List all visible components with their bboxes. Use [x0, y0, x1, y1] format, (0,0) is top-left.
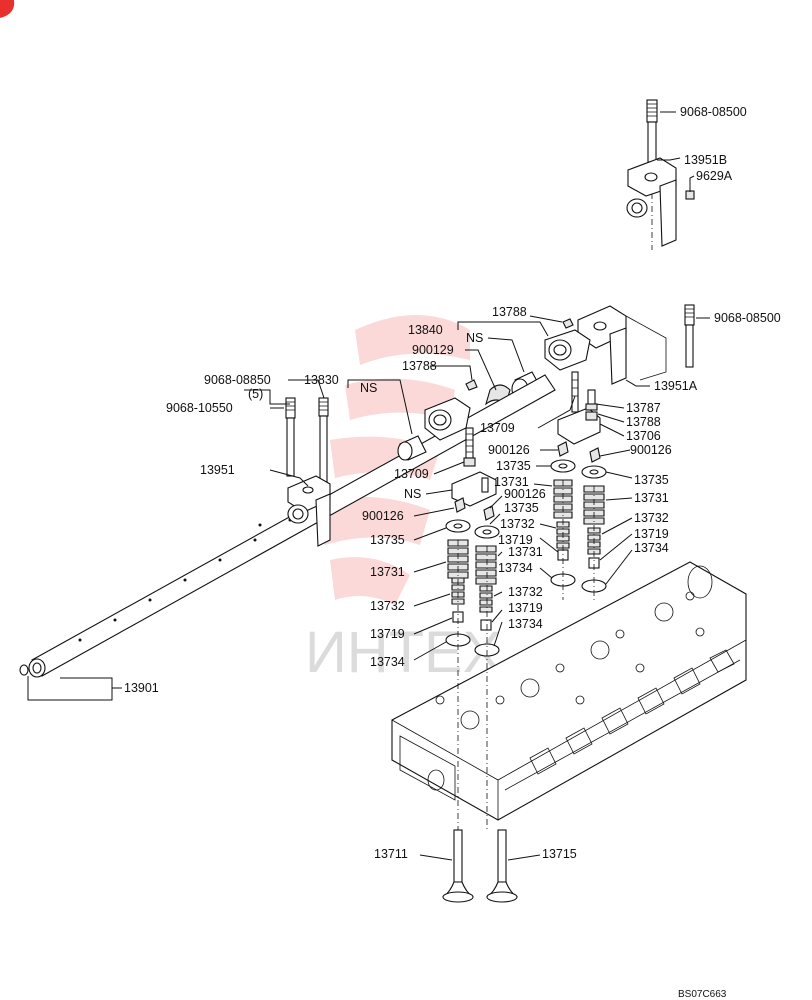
valve-collets — [454, 441, 601, 521]
corner-logo-mark — [0, 0, 15, 18]
label-13901: 13901 — [124, 681, 159, 695]
rocker-bracket-13951b — [626, 99, 695, 250]
label-900126-d: 900126 — [362, 509, 404, 523]
label-13735-a: 13735 — [496, 459, 531, 473]
valve-springs-inner — [451, 521, 601, 613]
label-13840: 13840 — [408, 323, 443, 337]
watermark-text: ИНТЕХ — [305, 620, 501, 685]
label-13709-b: 13709 — [394, 467, 429, 481]
label-13951b: 13951B — [684, 153, 727, 167]
diagram-code: BS07C663 — [678, 989, 727, 1000]
label-9629a: 9629A — [696, 169, 733, 183]
label-13731-b: 13731 — [634, 491, 669, 505]
label-900126-a: 900126 — [488, 443, 530, 457]
label-ns-1: NS — [466, 331, 483, 345]
rocker-arm-13830 — [397, 379, 478, 461]
label-13788-top: 13788 — [492, 305, 527, 319]
label-13715: 13715 — [542, 847, 577, 861]
label-13951a: 13951A — [654, 379, 698, 393]
label-13731-d: 13731 — [370, 565, 405, 579]
label-13735-b: 13735 — [634, 473, 669, 487]
label-9068-10550: 9068-10550 — [166, 401, 233, 415]
label-13709-a: 13709 — [480, 421, 515, 435]
label-9068-08500-mid: 9068-08500 — [714, 311, 781, 325]
label-9068-08500-top: 9068-08500 — [680, 105, 747, 119]
label-9068-08850: 9068-08850 — [204, 373, 271, 387]
label-13734-a: 13734 — [498, 561, 533, 575]
label-13787: 13787 — [626, 401, 661, 415]
label-13719-c: 13719 — [508, 601, 543, 615]
label-900126-b: 900126 — [630, 443, 672, 457]
label-13711: 13711 — [374, 847, 408, 861]
label-13735-d: 13735 — [370, 533, 405, 547]
label-13830: 13830 — [304, 373, 339, 387]
label-13731-c: 13731 — [508, 545, 543, 559]
adjusting-screw-13709-left — [463, 427, 476, 467]
label-13734-c: 13734 — [508, 617, 543, 631]
label-13788-c: 13788 — [626, 415, 661, 429]
label-13732-c: 13732 — [508, 585, 543, 599]
label-13706: 13706 — [626, 429, 661, 443]
intake-valve-13711 — [442, 829, 474, 903]
cylinder-head — [391, 561, 747, 821]
label-13951: 13951 — [200, 463, 235, 477]
label-13719-a: 13719 — [498, 533, 533, 547]
label-13734-d: 13734 — [370, 655, 405, 669]
label-13719-d: 13719 — [370, 627, 405, 641]
label-13731-a: 13731 — [494, 475, 529, 489]
label-900129: 900129 — [412, 343, 454, 357]
label-ns-2: NS — [360, 381, 377, 395]
valve-bridge-right — [557, 389, 601, 445]
exhaust-valve-13715 — [486, 829, 518, 903]
label-13788-b: 13788 — [402, 359, 437, 373]
rocker-bracket-13951a — [577, 304, 695, 385]
label-13734-b: 13734 — [634, 541, 669, 555]
label-13719-b: 13719 — [634, 527, 669, 541]
rocker-arm-13840 — [544, 318, 591, 413]
label-13732-a: 13732 — [500, 517, 535, 531]
rocker-bracket-13951 — [285, 397, 331, 547]
label-13732-b: 13732 — [634, 511, 669, 525]
label-13735-c: 13735 — [504, 501, 539, 515]
spring-retainers — [445, 459, 607, 539]
label-13732-d: 13732 — [370, 599, 405, 613]
label-900126-c: 900126 — [504, 487, 546, 501]
label-ns-3: NS — [404, 487, 421, 501]
label-qty-5: (5) — [248, 387, 263, 401]
